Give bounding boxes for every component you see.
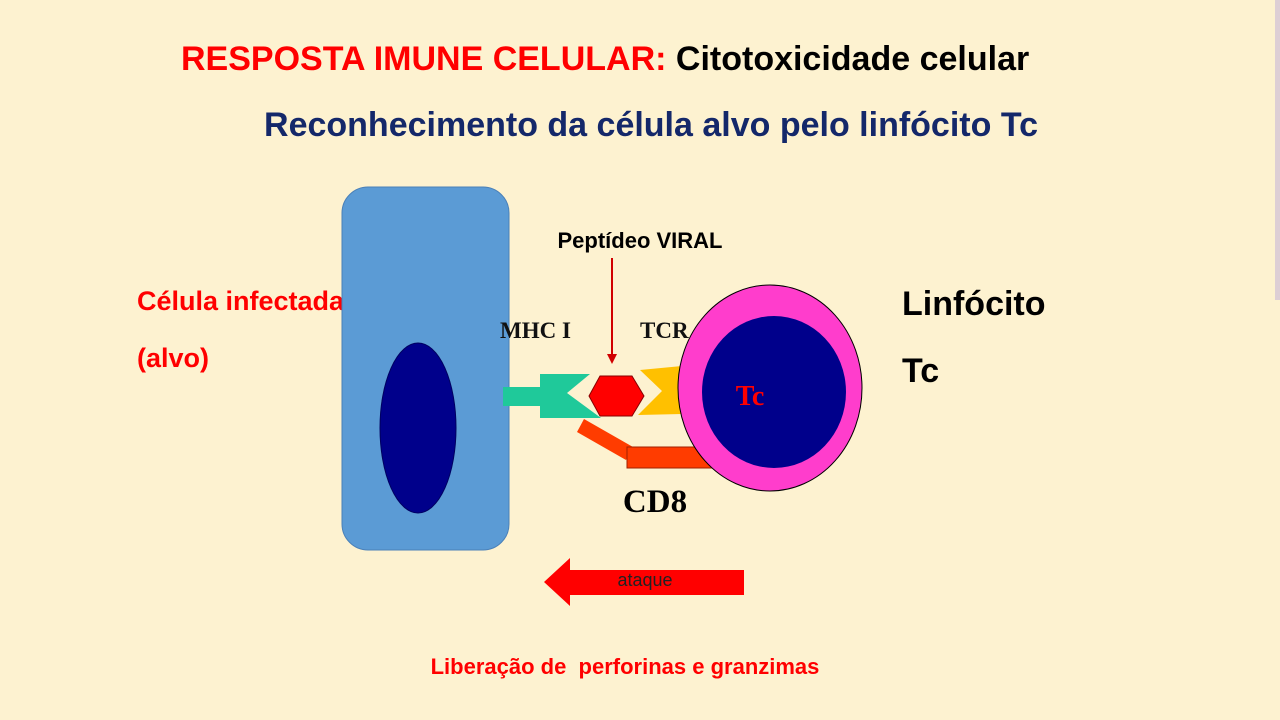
lymphocyte-label: Linfócito: [902, 285, 1046, 323]
edge-artifact: [1275, 0, 1280, 300]
tcr-label: TCR: [640, 318, 689, 343]
slide-subtitle: Reconhecimento da célula alvo pelo linfó…: [264, 106, 1038, 144]
infected-cell-label: Célula infectada: [137, 286, 345, 316]
attack-arrow: [544, 558, 744, 606]
peptide-label: Peptídeo VIRAL: [557, 228, 722, 253]
title-black-part: Citotoxicidade celular: [666, 40, 1029, 78]
target-label: (alvo): [137, 343, 209, 373]
release-caption: Liberação de perforinas e granzimas: [431, 654, 820, 679]
peptide-arrow-head: [607, 354, 617, 364]
cd8-coreceptor: [577, 419, 714, 469]
title-red-part: RESPOSTA IMUNE CELULAR:: [181, 40, 666, 78]
viral-peptide-hexagon: [588, 375, 645, 417]
attack-label: ataque: [617, 570, 672, 590]
lymphocyte-type-label: Tc: [902, 352, 939, 390]
tc-cell-label: Tc: [736, 381, 765, 412]
mhc-molecule: [503, 374, 601, 418]
mhc-label: MHC I: [500, 318, 571, 343]
infected-cell-nucleus: [379, 342, 457, 514]
cd8-label: CD8: [623, 484, 687, 520]
slide-title: RESPOSTA IMUNE CELULAR: Citotoxicidade c…: [181, 40, 1029, 78]
tcr-receptor: [638, 366, 682, 415]
tc-nucleus: [702, 316, 846, 468]
